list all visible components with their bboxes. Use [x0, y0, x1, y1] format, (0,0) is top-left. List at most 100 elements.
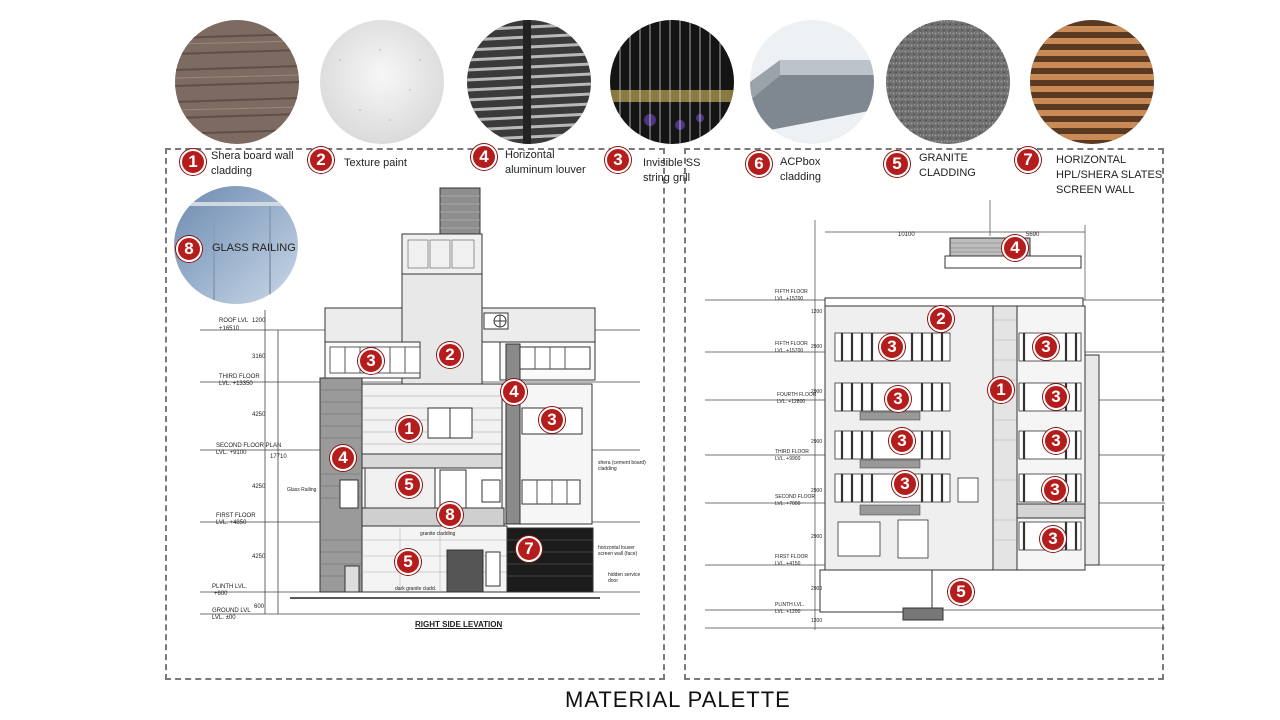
right-marker-1: 1 — [988, 377, 1014, 403]
left-level-roof: ROOF LVL — [219, 318, 249, 324]
right-dim-3: 2900 — [811, 389, 823, 395]
texture-paint-texture — [320, 20, 444, 144]
left-level-first-value: LVL. +4850 — [216, 520, 247, 526]
left-marker-7: 7 — [516, 536, 542, 562]
swatch-hpl-slates — [1030, 20, 1154, 144]
swatch-aluminum-louver — [467, 20, 591, 144]
right-level-2-value: LVL. +7000 — [775, 501, 801, 507]
left-marker-5a: 5 — [396, 472, 422, 498]
swatch-shera-board — [175, 20, 299, 144]
right-marker-3b: 3 — [1033, 334, 1059, 360]
right-marker-3e: 3 — [889, 428, 915, 454]
right-dim-8: 1200 — [811, 618, 823, 624]
left-marker-8: 8 — [437, 502, 463, 528]
right-level-5a-value: LVL. +15700 — [775, 296, 804, 302]
right-level-plinth-value: LVL. +1200 — [775, 609, 801, 615]
right-level-1: FIRST FLOOR — [775, 554, 808, 560]
legend-badge-7: 7 — [1015, 147, 1041, 173]
right-level-2: SECOND FLOOR — [775, 494, 816, 500]
right-marker-5: 5 — [948, 579, 974, 605]
right-level-5b-value: LVL. +15700 — [775, 348, 804, 354]
shera-board-texture — [175, 20, 299, 144]
right-dim-4: 2900 — [811, 439, 823, 445]
right-dim-top-2: 5690 — [1026, 232, 1040, 238]
right-dim-2: 2900 — [811, 344, 823, 350]
left-elevation-panel — [165, 148, 665, 680]
right-level-4: FOURTH FLOOR — [777, 392, 817, 398]
left-level-plinth-value: +600 — [214, 591, 228, 597]
legend-badge-4: 4 — [471, 144, 497, 170]
right-marker-3i: 3 — [1040, 526, 1066, 552]
aluminum-louver-texture — [467, 20, 591, 144]
legend-label-1: Shera board wall cladding — [211, 150, 294, 177]
left-note-2: horizontal louver screen wall (face) — [598, 545, 638, 557]
legend-label-8: GLASS RAILING — [212, 242, 296, 254]
legend-label-7: HORIZONTAL HPL/SHERA SLATES SCREEN WALL — [1056, 154, 1163, 196]
left-dim-5: 4250 — [252, 554, 266, 560]
legend-badge-5: 5 — [884, 151, 910, 177]
right-dim-5: 2900 — [811, 488, 823, 494]
right-dim-7: 2900 — [811, 586, 823, 592]
left-marker-3a: 3 — [358, 348, 384, 374]
left-marker-3b: 3 — [539, 407, 565, 433]
swatch-texture-paint — [320, 20, 444, 144]
left-level-second-value: LVL. +9100 — [216, 450, 247, 456]
left-marker-4a: 4 — [501, 379, 527, 405]
legend-label-5: GRANITE CLADDING — [919, 152, 976, 179]
right-level-plinth: PLINTH LVL. — [775, 602, 805, 608]
right-level-5b: FIFTH FLOOR — [775, 341, 808, 347]
left-note-5: granite cladding — [420, 531, 456, 537]
left-dim-6: 600 — [254, 604, 265, 610]
right-level-1-value: LVL. +4150 — [775, 561, 801, 567]
left-marker-4b: 4 — [330, 445, 356, 471]
left-dim-3: 4250 — [252, 412, 266, 418]
left-note-3: hidden service door — [608, 572, 641, 584]
legend-badge-6: 6 — [746, 151, 772, 177]
right-dim-6: 2900 — [811, 534, 823, 540]
legend-badge-3: 3 — [605, 147, 631, 173]
left-level-first: FIRST FLOOR — [216, 513, 256, 519]
acp-box-texture — [750, 20, 874, 144]
left-marker-5b: 5 — [395, 549, 421, 575]
left-dim-1: 1200 — [252, 318, 266, 324]
granite-texture — [886, 20, 1010, 144]
swatch-acp-box — [750, 20, 874, 144]
legend-badge-8: 8 — [176, 236, 202, 262]
right-level-3-value: LVL. +9900 — [775, 456, 801, 462]
legend-label-2: Texture paint — [344, 157, 407, 169]
right-marker-3a: 3 — [879, 334, 905, 360]
left-note-1: shera (cement board) cladding — [598, 460, 646, 472]
right-elevation-panel — [684, 148, 1164, 680]
left-level-roof-value: +16510 — [219, 326, 240, 332]
legend-label-4: Horizontal aluminum louver — [505, 149, 586, 176]
ss-string-grill-texture — [610, 20, 734, 144]
right-level-5a: FIFTH FLOOR — [775, 289, 808, 295]
swatch-granite — [886, 20, 1010, 144]
right-marker-4: 4 — [1002, 235, 1028, 261]
left-level-third-value: LVL. +13350 — [219, 381, 253, 387]
right-marker-3h: 3 — [1042, 477, 1068, 503]
right-level-4-value: LVL. +12800 — [777, 399, 806, 405]
left-dim-4: 4250 — [252, 484, 266, 490]
left-level-second: SECOND FLOOR PLAN — [216, 443, 282, 449]
left-dim-total: 17710 — [270, 454, 287, 460]
right-dim-1: 1200 — [811, 309, 823, 315]
legend-badge-1: 1 — [180, 149, 206, 175]
hpl-slates-texture — [1030, 20, 1154, 144]
legend-badge-2: 2 — [308, 147, 334, 173]
left-elevation-title: RIGHT SIDE LEVATION — [415, 620, 503, 629]
legend-label-6: ACPbox cladding — [780, 156, 821, 183]
left-note-6: dark granite cladd. — [395, 586, 437, 592]
page-title: MATERIAL PALETTE — [565, 687, 791, 712]
left-dim-2: 3160 — [252, 354, 266, 360]
right-marker-2: 2 — [928, 306, 954, 332]
left-marker-1: 1 — [396, 416, 422, 442]
left-marker-2: 2 — [437, 342, 463, 368]
right-marker-3g: 3 — [892, 471, 918, 497]
left-level-ground: GROUND LVL — [212, 608, 251, 614]
left-note-4: Glass Railing — [287, 487, 317, 493]
left-level-ground-value: LVL. ±00 — [212, 615, 236, 621]
right-dim-top-1: 10100 — [898, 232, 915, 238]
